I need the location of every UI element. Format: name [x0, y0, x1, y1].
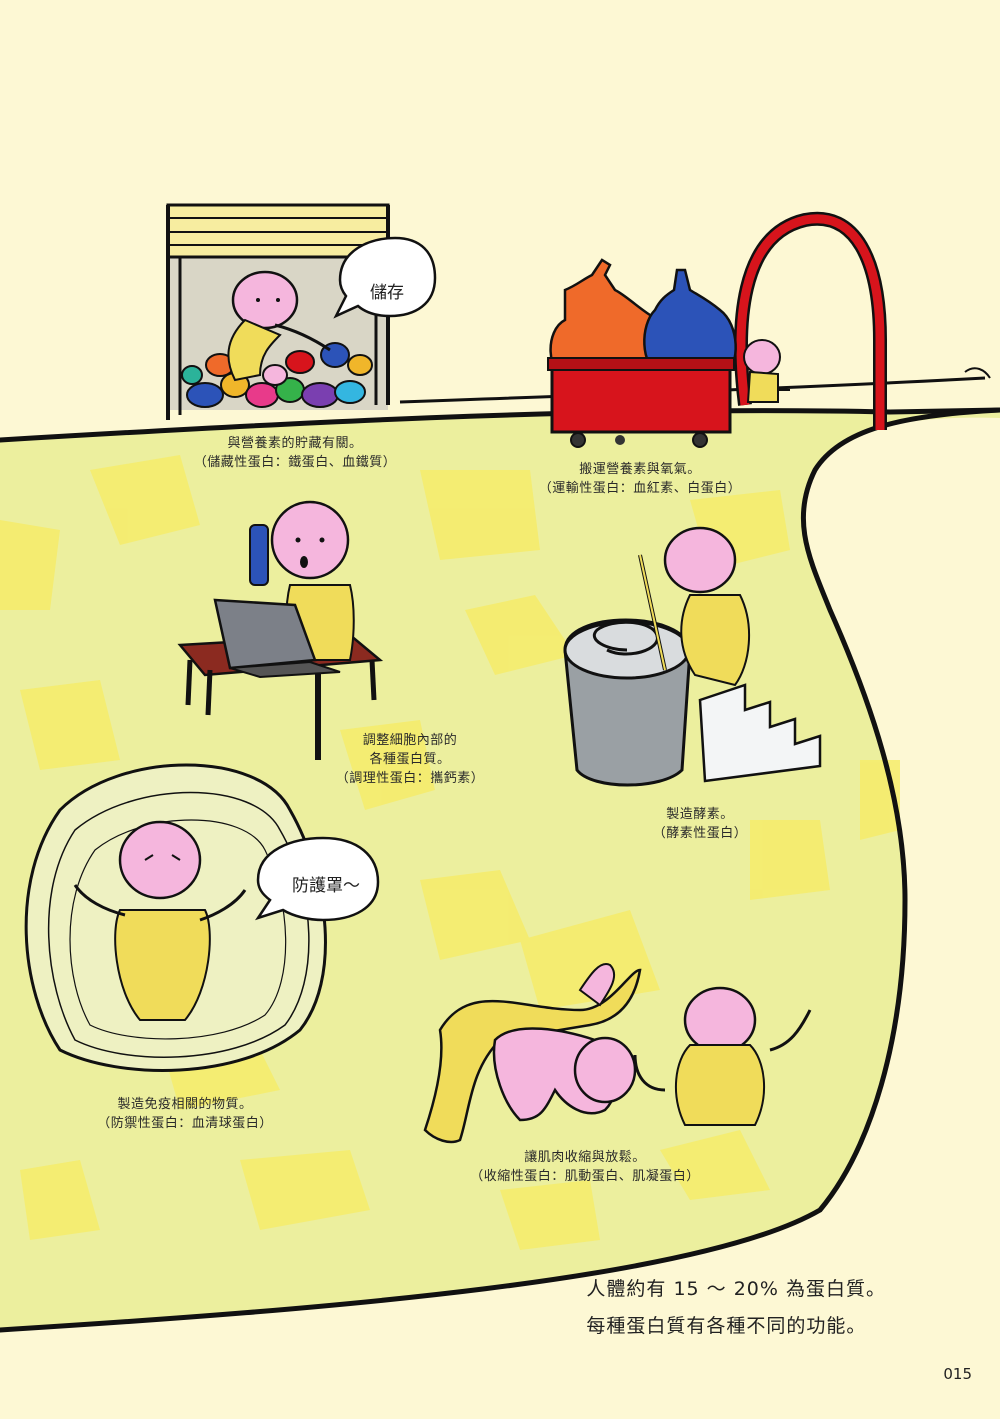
enzyme-caption-line: 製造酵素。 [666, 807, 734, 822]
storage-shelf-illustration [166, 203, 390, 420]
regulatory-caption-line-2: 各種蛋白質。 [369, 752, 451, 767]
regulatory-desk-illustration [177, 500, 384, 760]
ground-edge [0, 407, 1000, 1333]
contractile-caption-detail: （收縮性蛋白：肌動蛋白、肌凝蛋白） [470, 1169, 700, 1184]
immune-caption-detail: （防禦性蛋白：血清球蛋白） [97, 1116, 273, 1131]
regulatory-caption-detail: （調理性蛋白：攜鈣素） [335, 771, 485, 786]
storage-bubble-text: 儲存 [370, 283, 404, 303]
summary-line-1: 人體約有 15 ～ 20% 為蛋白質。 [586, 1278, 886, 1300]
contractile-muscle-illustration [423, 963, 812, 1144]
transport-cart-illustration [547, 211, 887, 448]
storage-caption: 與營養素的貯藏有關。 （儲藏性蛋白：鐵蛋白、血鐵質） [175, 434, 415, 472]
immune-caption-line: 製造免疫相關的物質。 [117, 1097, 253, 1112]
contractile-caption-line: 讓肌肉收縮與放鬆。 [524, 1150, 646, 1165]
summary-text: 人體約有 15 ～ 20% 為蛋白質。 每種蛋白質有各種不同的功能。 [586, 1271, 886, 1345]
immune-bubble-text: 防護罩～ [292, 876, 360, 896]
contractile-caption: 讓肌肉收縮與放鬆。 （收縮性蛋白：肌動蛋白、肌凝蛋白） [460, 1148, 710, 1186]
immune-shield-illustration [24, 763, 327, 1072]
regulatory-caption-line: 調整細胞內部的 [362, 733, 458, 748]
storage-caption-detail: （儲藏性蛋白：鐵蛋白、血鐵質） [193, 455, 397, 470]
storage-speech-bubble [333, 236, 437, 319]
immune-speech-bubble [254, 836, 380, 922]
regulatory-caption: 調整細胞內部的 各種蛋白質。 （調理性蛋白：攜鈣素） [310, 731, 510, 788]
enzyme-pot-illustration [563, 526, 822, 787]
storage-caption-line: 與營養素的貯藏有關。 [227, 436, 363, 451]
transport-caption-detail: （運輸性蛋白：血紅素、白蛋白） [538, 481, 742, 496]
immune-caption: 製造免疫相關的物質。 （防禦性蛋白：血清球蛋白） [85, 1095, 285, 1133]
enzyme-caption: 製造酵素。 （酵素性蛋白） [640, 805, 760, 843]
ground-outline [0, 407, 1000, 443]
page-number: 015 [943, 1365, 972, 1383]
summary-line-2: 每種蛋白質有各種不同的功能。 [586, 1315, 867, 1337]
transport-caption: 搬運營養素與氧氣。 （運輸性蛋白：血紅素、白蛋白） [520, 460, 760, 498]
enzyme-caption-detail: （酵素性蛋白） [652, 826, 748, 841]
transport-caption-line: 搬運營養素與氧氣。 [579, 462, 701, 477]
